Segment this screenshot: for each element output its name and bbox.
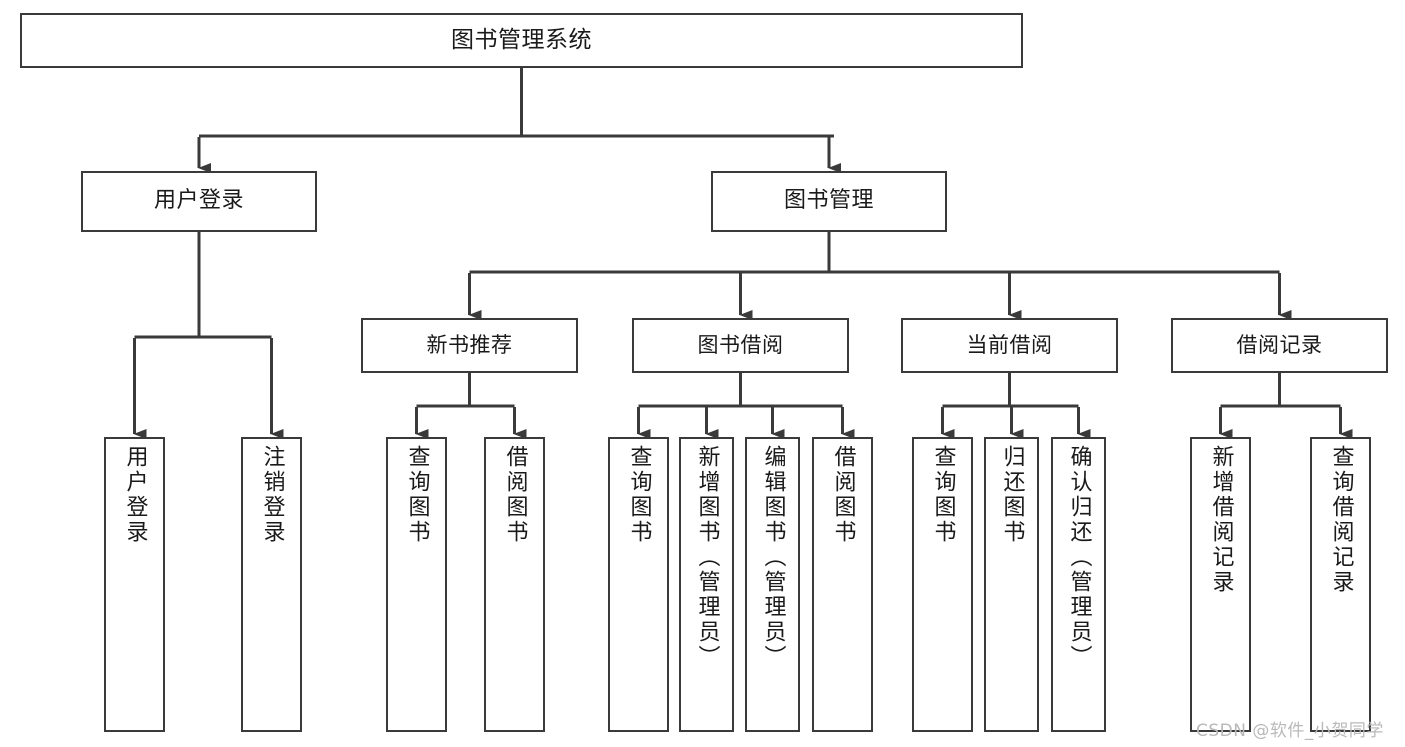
leaf-node-label: 查询借阅记录	[1328, 445, 1354, 595]
leaf-node-label: 新增借阅记录	[1208, 445, 1234, 595]
node-user-login[interactable]: 用户登录	[81, 171, 317, 232]
node-book-manage[interactable]: 图书管理	[711, 171, 947, 232]
leaf-node-label: 查询图书	[930, 445, 956, 545]
leaf-node[interactable]: 新增图书（管理员）	[679, 437, 734, 732]
node-root[interactable]: 图书管理系统	[20, 13, 1023, 68]
node-current-borrow-label: 当前借阅	[966, 332, 1053, 357]
leaf-node[interactable]: 编辑图书（管理员）	[745, 437, 800, 732]
leaf-node-label: 新增图书（管理员）	[694, 445, 720, 670]
leaf-node[interactable]: 归还图书	[984, 437, 1039, 732]
csdn-watermark: CSDN @软件_小贺同学	[1196, 721, 1384, 741]
leaf-node[interactable]: 借阅图书	[812, 437, 873, 732]
node-new-book-rec[interactable]: 新书推荐	[361, 318, 578, 373]
leaf-node-label: 注销登录	[259, 445, 285, 545]
node-new-book-rec-label: 新书推荐	[426, 332, 513, 357]
leaf-node[interactable]: 查询借阅记录	[1310, 437, 1371, 732]
node-borrow-record[interactable]: 借阅记录	[1171, 318, 1388, 373]
leaf-node-label: 查询图书	[626, 445, 652, 545]
leaf-node-label: 归还图书	[999, 445, 1025, 545]
node-root-label: 图书管理系统	[451, 26, 592, 53]
node-current-borrow[interactable]: 当前借阅	[901, 318, 1118, 373]
leaf-node-label: 确认归还（管理员）	[1066, 445, 1092, 670]
node-borrow-record-label: 借阅记录	[1236, 332, 1323, 357]
leaf-node[interactable]: 注销登录	[241, 437, 302, 732]
leaf-node-label: 编辑图书（管理员）	[760, 445, 786, 670]
node-book-borrow[interactable]: 图书借阅	[632, 318, 849, 373]
node-book-borrow-label: 图书借阅	[697, 332, 784, 357]
leaf-node[interactable]: 查询图书	[386, 437, 447, 732]
leaf-node[interactable]: 用户登录	[104, 437, 165, 732]
leaf-node[interactable]: 新增借阅记录	[1190, 437, 1251, 732]
leaf-node[interactable]: 借阅图书	[484, 437, 545, 732]
leaf-node-label: 查询图书	[404, 445, 430, 545]
leaf-node[interactable]: 查询图书	[912, 437, 973, 732]
node-user-login-label: 用户登录	[153, 188, 244, 214]
node-book-manage-label: 图书管理	[783, 188, 874, 214]
leaf-node[interactable]: 查询图书	[608, 437, 669, 732]
leaf-node[interactable]: 确认归还（管理员）	[1051, 437, 1106, 732]
leaf-node-label: 借阅图书	[830, 445, 856, 545]
leaf-node-label: 用户登录	[122, 445, 148, 545]
leaf-node-label: 借阅图书	[502, 445, 528, 545]
